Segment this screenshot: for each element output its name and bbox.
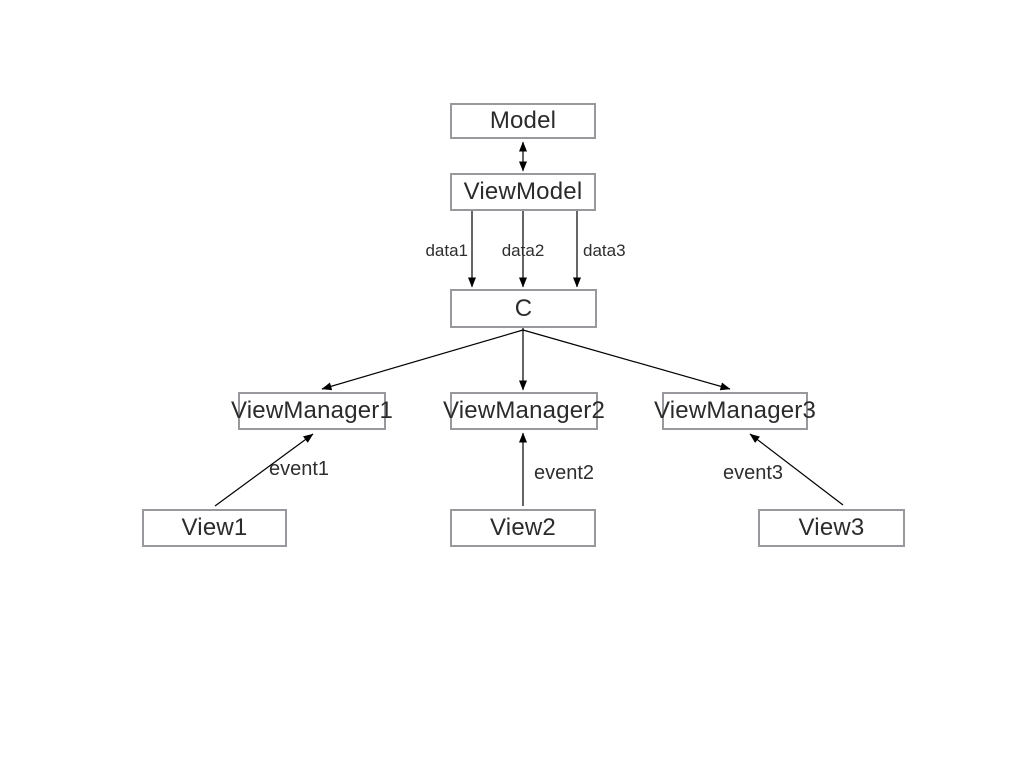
node-viewmanager3: ViewManager3 [654, 392, 816, 430]
edge-label-data3: data3 [583, 241, 626, 260]
edge-label-event1: event1 [269, 458, 330, 480]
edge-label-data2: data2 [501, 241, 545, 260]
node-view1: View1 [142, 509, 287, 547]
node-view3: View3 [758, 509, 905, 547]
edge-label-event2: event2 [534, 462, 595, 484]
node-view2: View2 [450, 509, 596, 547]
node-viewmanager2: ViewManager2 [443, 392, 605, 430]
node-view1-label: View1 [181, 514, 248, 541]
node-viewmanager2-label: ViewManager2 [442, 397, 606, 424]
arrow-view3-viewmanager3 [749, 433, 844, 506]
node-view2-label: View2 [490, 514, 556, 541]
node-viewmodel-label: ViewModel [463, 178, 583, 205]
arrow-c-viewmanager3 [522, 329, 731, 391]
node-controller-label: C [514, 294, 533, 322]
node-viewmanager1-label: ViewManager1 [230, 397, 394, 424]
node-model: Model [450, 103, 596, 139]
arrow-c-viewmanager1 [321, 329, 524, 391]
node-viewmanager1: ViewManager1 [231, 392, 393, 430]
node-controller: C [450, 289, 597, 328]
edge-label-event3: event3 [723, 462, 784, 484]
node-view3-label: View3 [798, 514, 865, 541]
node-model-label: Model [489, 107, 557, 134]
node-viewmodel: ViewModel [450, 173, 596, 211]
edge-label-data1: data1 [425, 241, 468, 260]
node-viewmanager3-label: ViewManager3 [653, 397, 817, 424]
arrow-view1-viewmanager1 [214, 433, 314, 507]
